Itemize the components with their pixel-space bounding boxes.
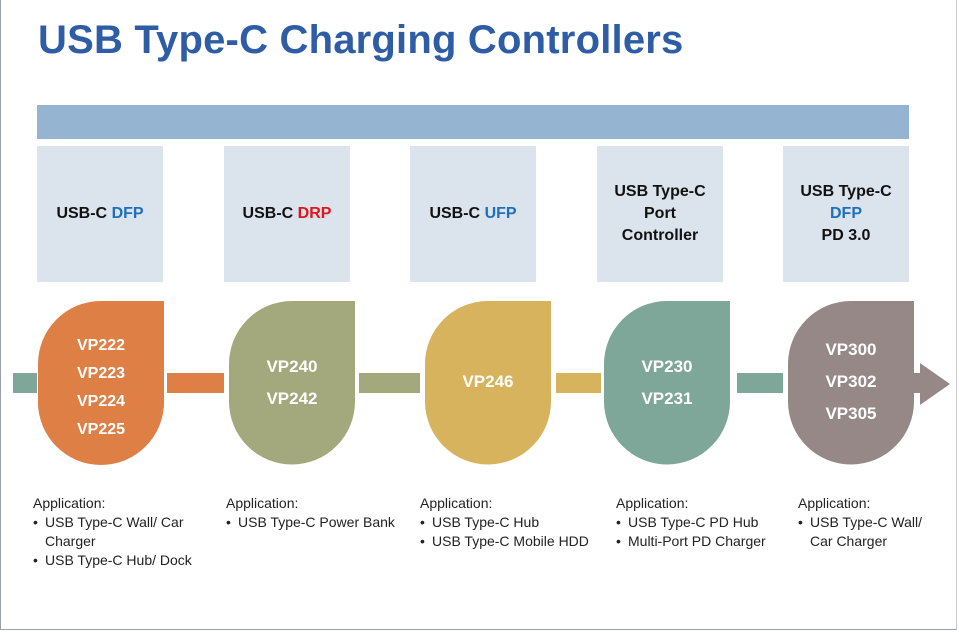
product-name: VP240 <box>266 357 318 376</box>
application-heading: Application: <box>33 495 106 511</box>
application-heading: Application: <box>226 495 299 511</box>
category-highlight: UFP <box>484 205 517 222</box>
product-drop-4: VP230 VP231 <box>604 301 730 465</box>
application-item: USB Type-C Hub/ Dock <box>33 551 203 570</box>
application-item: USB Type-C Mobile HDD <box>420 532 600 551</box>
product-name: VP300 <box>825 340 877 359</box>
teardrop-shape <box>38 301 164 465</box>
application-item: USB Type-C Power Bank <box>226 513 406 532</box>
product-name: VP246 <box>462 372 514 391</box>
category-highlight: DFP <box>830 205 862 222</box>
connector-2 <box>359 373 420 393</box>
category-label: USB-C <box>56 205 108 222</box>
product-drop-1: VP222 VP223 VP224 VP225 <box>38 301 164 465</box>
category-line: USB Type-C <box>614 183 706 200</box>
teardrop-shape <box>229 301 355 465</box>
product-name: VP302 <box>825 372 877 391</box>
application-list-3: Application: USB Type-C Hub USB Type-C M… <box>420 494 600 551</box>
connector-end <box>914 373 922 393</box>
category-line: PD 3.0 <box>821 227 871 244</box>
arrowhead-icon <box>920 363 950 405</box>
application-list-4: Application: USB Type-C PD Hub Multi-Por… <box>616 494 786 551</box>
connector-3 <box>556 373 601 393</box>
category-box-ufp: USB-C UFP <box>410 146 536 282</box>
teardrop-shape <box>788 301 914 465</box>
product-name: VP224 <box>76 393 126 410</box>
application-item: USB Type-C Hub <box>420 513 600 532</box>
application-item: Multi-Port PD Charger <box>616 532 786 551</box>
application-list-1: Application: USB Type-C Wall/ Car Charge… <box>33 494 203 570</box>
category-box-port-controller: USB Type-C Port Controller <box>597 146 723 282</box>
application-list-5: Application: USB Type-C Wall/ Car Charge… <box>798 494 933 551</box>
product-name: VP222 <box>76 337 126 354</box>
category-line: Port <box>644 205 676 222</box>
application-item: USB Type-C Wall/ Car Charger <box>798 513 933 551</box>
connector-start <box>13 373 37 393</box>
product-name: VP225 <box>76 421 126 438</box>
application-item: USB Type-C Wall/ Car Charger <box>33 513 203 551</box>
application-heading: Application: <box>420 495 493 511</box>
category-label: USB-C <box>242 205 294 222</box>
slide-title: USB Type-C Charging Controllers <box>38 18 684 62</box>
product-drop-3: VP246 <box>425 301 551 465</box>
product-name: VP223 <box>76 365 126 382</box>
application-heading: Application: <box>798 495 871 511</box>
product-name: VP230 <box>641 357 693 376</box>
category-line: Controller <box>621 227 699 244</box>
product-name: VP242 <box>266 389 318 408</box>
category-box-drp: USB-C DRP <box>224 146 350 282</box>
category-highlight: DRP <box>297 205 332 222</box>
header-bar <box>37 105 909 139</box>
category-box-dfp-pd: USB Type-C DFP PD 3.0 <box>783 146 909 282</box>
application-heading: Application: <box>616 495 689 511</box>
teardrop-shape <box>425 301 551 465</box>
product-drop-2: VP240 VP242 <box>229 301 355 465</box>
category-line: USB Type-C <box>800 183 892 200</box>
category-label: USB-C <box>429 205 481 222</box>
category-box-dfp: USB-C DFP <box>37 146 163 282</box>
connector-4 <box>737 373 783 393</box>
application-item: USB Type-C PD Hub <box>616 513 786 532</box>
connector-1 <box>167 373 224 393</box>
product-drop-5: VP300 VP302 VP305 <box>788 301 914 465</box>
product-name: VP231 <box>641 389 693 408</box>
teardrop-shape <box>604 301 730 465</box>
application-list-2: Application: USB Type-C Power Bank <box>226 494 406 532</box>
product-name: VP305 <box>825 404 877 423</box>
category-highlight: DFP <box>111 205 144 222</box>
